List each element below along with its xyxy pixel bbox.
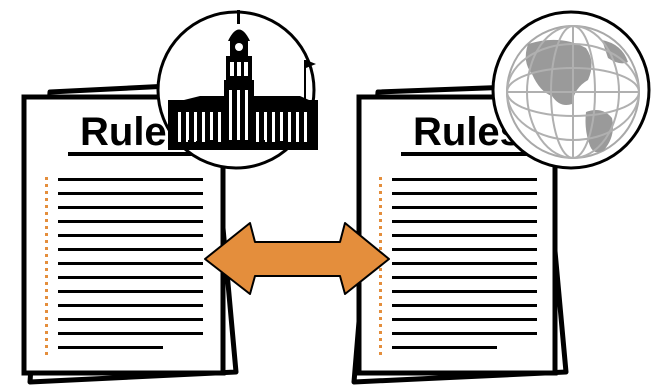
rule-text-line <box>58 304 203 307</box>
bullet-dot <box>45 198 48 201</box>
bullet-dot <box>45 261 48 264</box>
rule-text-line <box>58 192 203 195</box>
bullet-dot <box>379 275 382 278</box>
right-rules-document: Rules <box>351 83 569 385</box>
rule-text-line <box>392 346 497 349</box>
bullet-dot <box>379 177 382 180</box>
rule-text-line <box>392 318 537 321</box>
bullet-dot <box>45 268 48 271</box>
bullet-dot <box>379 282 382 285</box>
bullet-dot <box>45 247 48 250</box>
bullet-dot <box>379 345 382 348</box>
bullet-dot <box>45 226 48 229</box>
globe-icon <box>506 25 640 159</box>
title-underline <box>68 152 208 156</box>
bullet-dot <box>379 219 382 222</box>
double-headed-arrow-icon <box>204 222 390 295</box>
bullet-dot <box>45 310 48 313</box>
rule-text-line <box>58 220 203 223</box>
bullet-dot <box>379 226 382 229</box>
rule-text-line <box>58 206 203 209</box>
bullet-dot <box>45 177 48 180</box>
bullet-dot <box>45 324 48 327</box>
bullet-dot <box>45 345 48 348</box>
rule-text-line <box>58 262 203 265</box>
rule-text-line <box>58 318 203 321</box>
rule-text-line <box>392 290 537 293</box>
bullet-dot <box>45 184 48 187</box>
bullet-dot <box>45 254 48 257</box>
bullet-dot <box>379 240 382 243</box>
bullet-dot <box>45 352 48 355</box>
rule-text-line <box>392 206 537 209</box>
bullet-dot <box>379 205 382 208</box>
city-hall-badge <box>156 10 318 170</box>
bullet-dot <box>379 352 382 355</box>
rule-text-line <box>392 234 537 237</box>
rule-text-line <box>392 262 537 265</box>
bullet-dot <box>379 184 382 187</box>
bullet-dot <box>379 310 382 313</box>
bullet-dot <box>379 296 382 299</box>
rule-text-line <box>392 220 537 223</box>
rule-text-line <box>58 346 163 349</box>
left-rules-document: Rules <box>21 81 239 385</box>
rule-text-line <box>392 248 537 251</box>
bullet-dot <box>379 268 382 271</box>
bullet-dot <box>379 317 382 320</box>
rule-text-line <box>58 248 203 251</box>
bullet-dot <box>379 191 382 194</box>
bullet-dot <box>379 289 382 292</box>
bullet-dot <box>379 212 382 215</box>
rule-list <box>379 177 537 355</box>
globe-badge <box>491 10 651 170</box>
rule-text-line <box>58 234 203 237</box>
bullet-dot <box>379 324 382 327</box>
bullet-dot <box>45 191 48 194</box>
title-underline <box>401 152 541 156</box>
bullet-dot <box>45 205 48 208</box>
rule-text-line <box>392 192 537 195</box>
bullet-dot <box>379 198 382 201</box>
bullet-dot <box>45 303 48 306</box>
city-hall-building-icon <box>168 10 318 150</box>
bullet-dot <box>379 233 382 236</box>
bullet-dot <box>45 282 48 285</box>
rule-list <box>45 177 203 355</box>
bullet-dot <box>45 275 48 278</box>
bullet-dot <box>45 296 48 299</box>
rule-text-line <box>58 276 203 279</box>
bullet-dot <box>45 331 48 334</box>
bullet-dot <box>379 338 382 341</box>
bullet-dot <box>45 240 48 243</box>
rule-text-line <box>392 332 537 335</box>
bullet-dot <box>45 212 48 215</box>
rule-text-line <box>392 304 537 307</box>
bullet-dot <box>45 289 48 292</box>
rule-text-line <box>58 290 203 293</box>
bullet-dot <box>45 233 48 236</box>
rule-text-line <box>392 178 537 181</box>
bullet-dot <box>45 219 48 222</box>
rule-text-line <box>392 276 537 279</box>
rule-text-line <box>58 332 203 335</box>
bullet-dot <box>45 338 48 341</box>
rule-text-line <box>58 178 203 181</box>
bullet-dot <box>379 331 382 334</box>
bullet-dot <box>379 247 382 250</box>
bullet-dot <box>379 303 382 306</box>
bullet-dot <box>45 317 48 320</box>
